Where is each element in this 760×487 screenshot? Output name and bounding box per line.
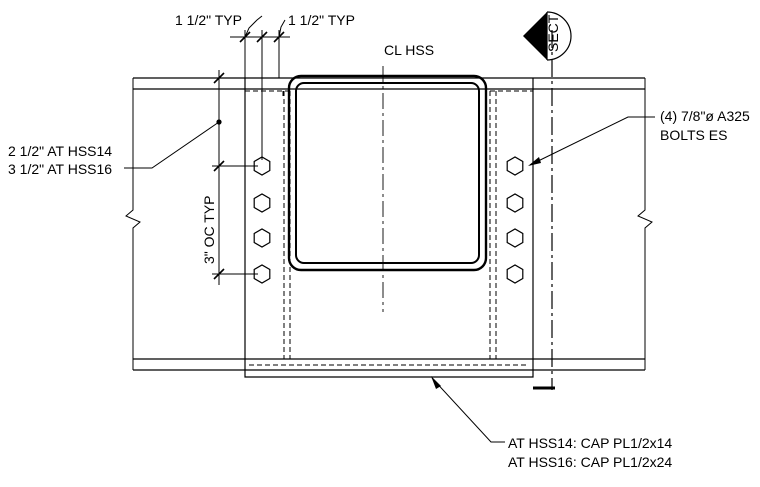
bolt-head-icon [253, 264, 271, 284]
centerline-label: CL HSS [384, 42, 434, 58]
break-line-left [125, 78, 141, 370]
oc-typ-label: 3" OC TYP [201, 195, 217, 264]
bolts-leader [528, 116, 655, 166]
cap-plate-label-1: AT HSS14: CAP PL1/2x14 [508, 435, 672, 451]
edge-distance-leader [124, 119, 222, 169]
bolt-head-icon [506, 193, 524, 213]
break-line-right [637, 78, 653, 370]
bolt-head-icon [253, 228, 271, 248]
edge-distance-label-1: 2 1/2" AT HSS14 [8, 143, 112, 159]
bolt-column-right [506, 156, 524, 284]
section-mark-label: SECT [545, 14, 561, 52]
cap-plate-label-2: AT HSS16: CAP PL1/2x24 [508, 454, 672, 470]
bolt-head-icon [506, 228, 524, 248]
typ-dimension-label-left: 1 1/2" TYP [175, 12, 242, 28]
bolt-column-left [253, 156, 271, 284]
bolts-label-1: (4) 7/8"ø A325 [660, 108, 750, 124]
bolt-head-icon [253, 156, 271, 176]
dimension-vertical-oc [212, 70, 258, 285]
bolt-head-icon [506, 156, 524, 176]
edge-distance-label-2: 3 1/2" AT HSS16 [8, 161, 112, 177]
bolts-label-2: BOLTS ES [660, 127, 727, 143]
bolt-head-icon [506, 264, 524, 284]
dimension-typ-top [230, 15, 290, 160]
bolt-head-icon [253, 193, 271, 213]
typ-dimension-label-right: 1 1/2" TYP [288, 12, 355, 28]
hss-tube [287, 74, 488, 272]
cap-plate-outline [244, 78, 534, 378]
section-cut-marker [523, 11, 572, 390]
cap-plate-leader [431, 376, 505, 443]
